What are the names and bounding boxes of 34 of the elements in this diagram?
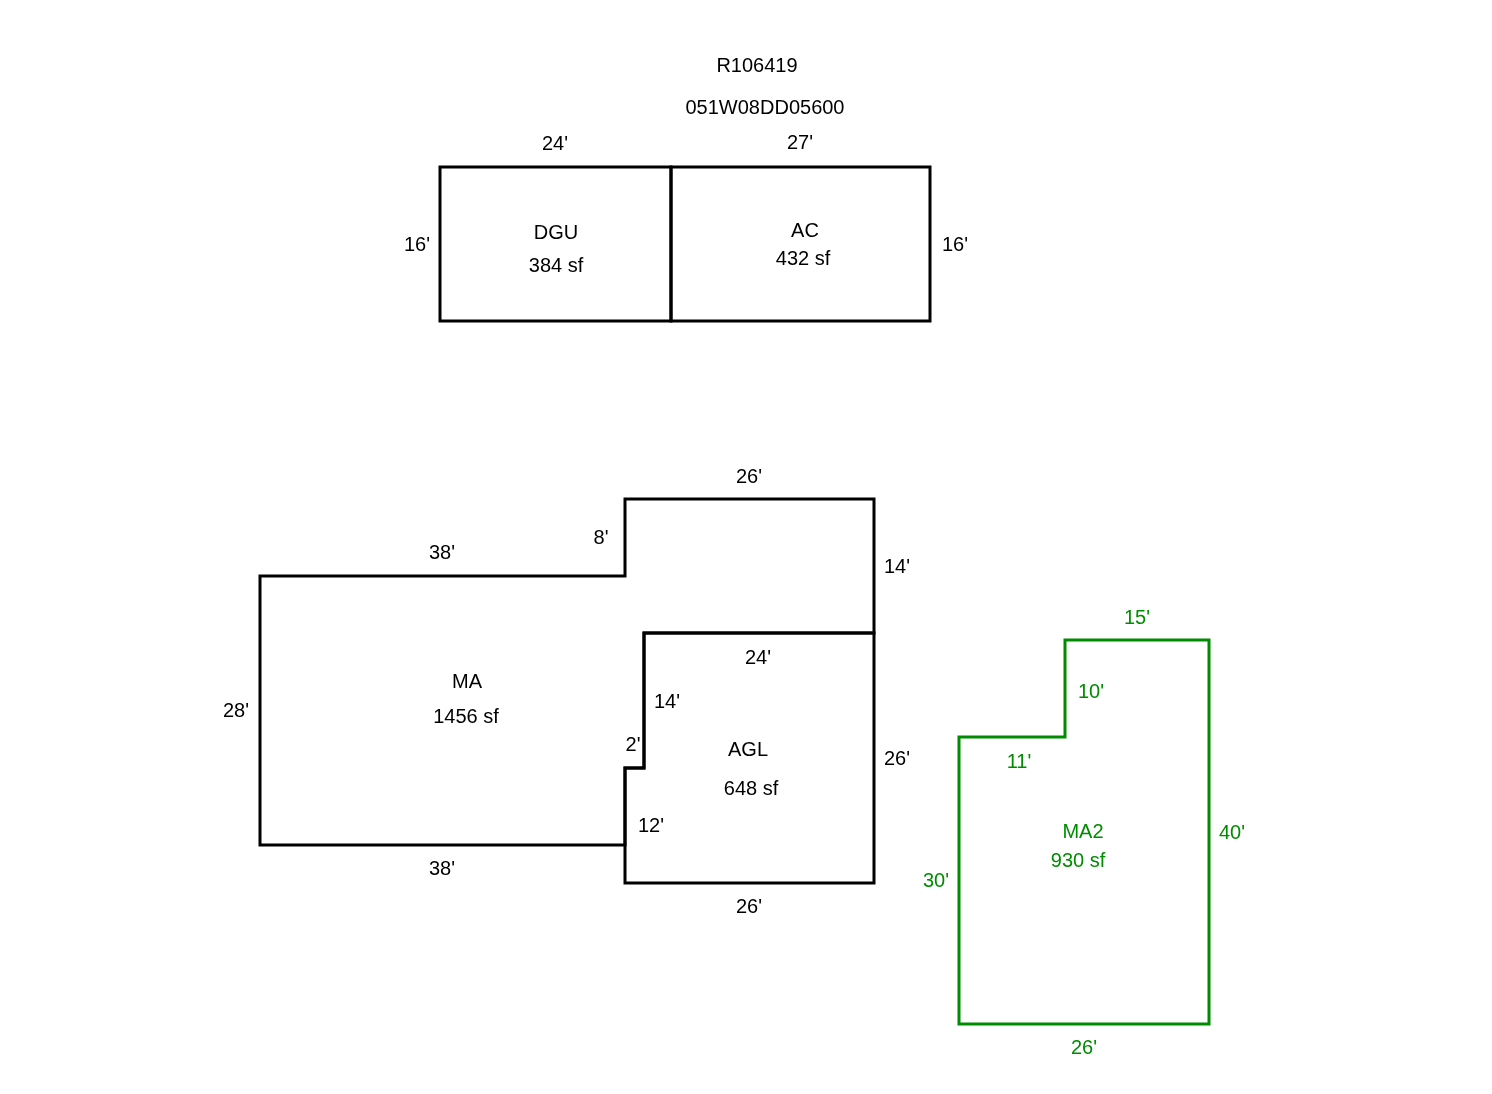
dimension-label: 38' [428,541,456,563]
dimension-label: 26' [735,895,763,917]
dimension-label: 26' [883,747,911,769]
room-area: 432 sf [775,247,831,269]
dimension-label: 40' [1218,821,1246,843]
dimension-label: 38' [428,857,456,879]
dimension-label: 26' [735,465,763,487]
dimension-label: 28' [222,699,250,721]
dimension-label: 30' [922,869,950,891]
dimension-label: 24' [744,646,772,668]
room-area: 384 sf [528,254,584,276]
dimension-label: 11' [1006,750,1032,772]
dimension-label: 27' [786,131,814,153]
dimension-label: 14' [883,555,911,577]
dimension-label: 15' [1123,606,1151,628]
room-code: AC [791,219,819,241]
parcel-number: 051W08DD05600 [685,96,845,118]
room-code: DGU [533,221,579,243]
dimension-label: 2' [625,733,641,755]
dimension-label: 14' [653,690,681,712]
room-code: AGL [728,738,768,760]
sketch-title: R106419 [716,54,798,76]
room-code: MA [452,670,482,692]
dimension-label: 26' [1070,1036,1098,1058]
dimension-label: 24' [541,132,569,154]
dimension-label: 12' [637,814,665,836]
dimension-label: 10' [1077,680,1105,702]
room-area: 1456 sf [433,705,499,727]
room-code: MA2 [1062,820,1104,842]
dimension-label: 8' [593,526,609,548]
room-area: 930 sf [1050,849,1106,871]
room-area: 648 sf [723,777,779,799]
dimension-label: 16' [941,233,969,255]
dimension-label: 16' [403,233,431,255]
